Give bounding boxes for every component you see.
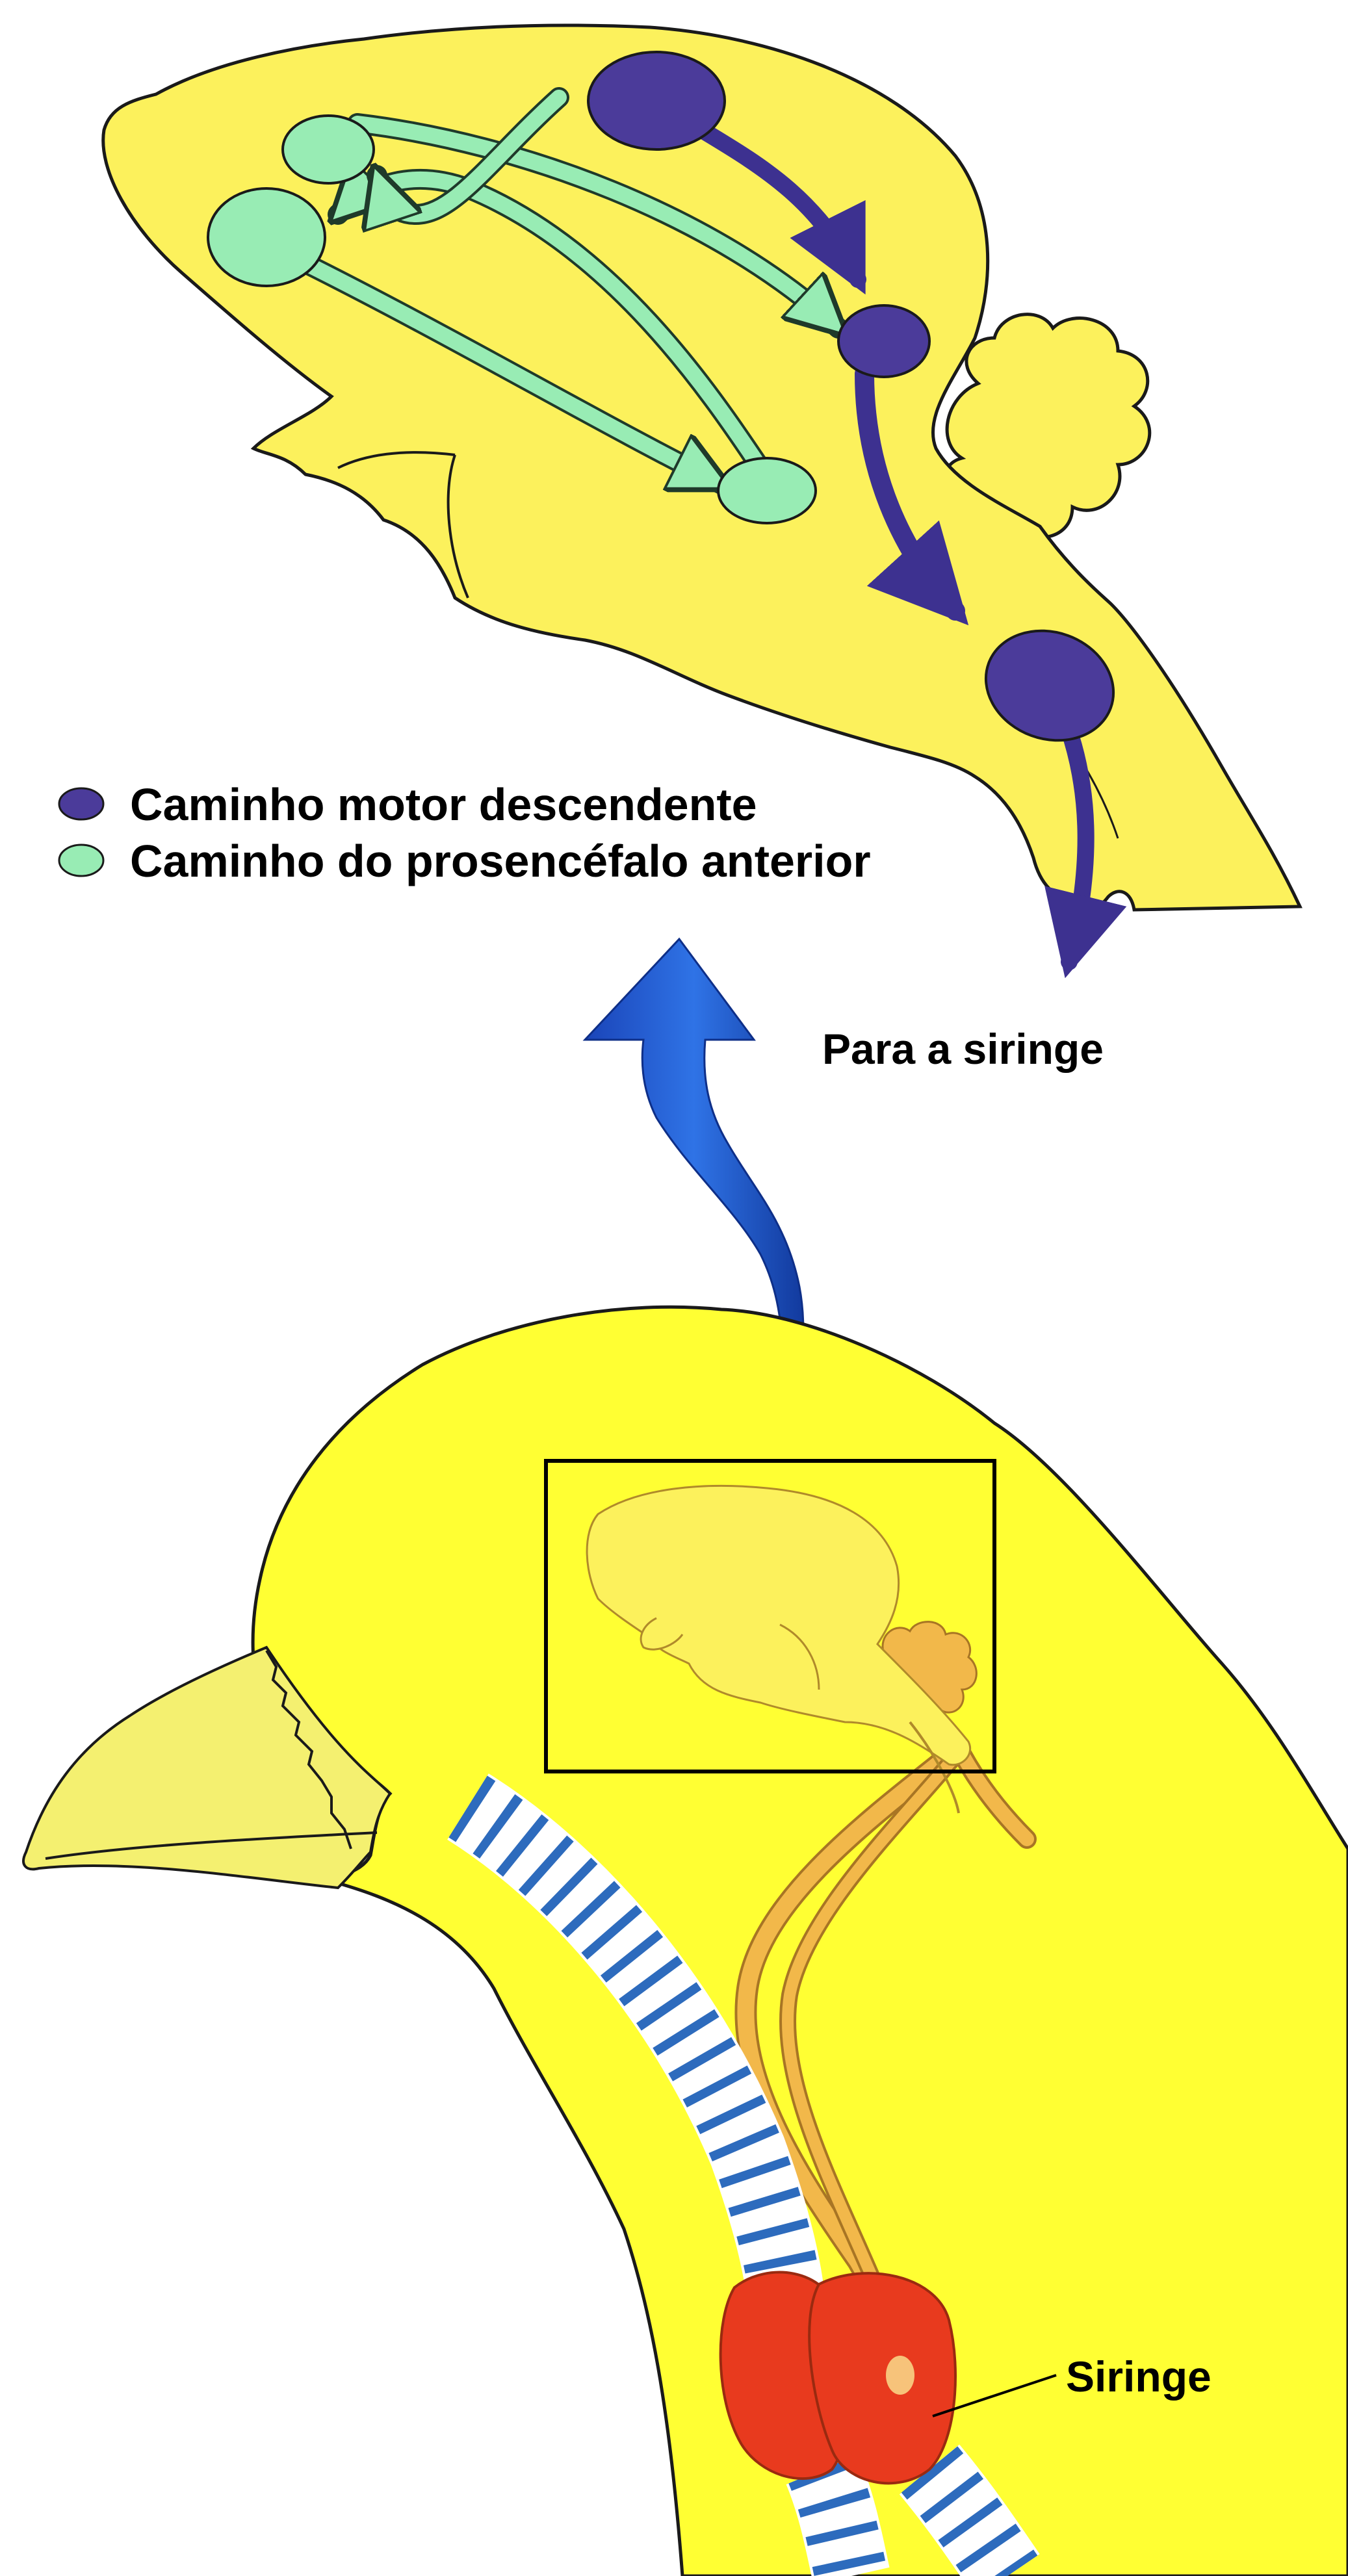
legend-swatch-motor: [59, 788, 103, 819]
legend-item-forebrain: Caminho do prosencéfalo anterior: [59, 836, 871, 886]
motor-nucleus-mid: [838, 305, 929, 377]
legend: Caminho motor descendente Caminho do pro…: [59, 779, 871, 886]
forebrain-nucleus-upper: [283, 116, 374, 183]
syrinx-label: Siringe: [1066, 2352, 1212, 2401]
output-target-label: Para a siringe: [822, 1025, 1104, 1073]
motor-nucleus-top: [588, 52, 725, 149]
legend-swatch-forebrain: [59, 845, 103, 876]
bird: Siringe: [23, 1307, 1348, 2576]
syrinx-nerve-entry: [886, 2356, 914, 2395]
forebrain-nucleus-left: [208, 188, 325, 286]
legend-item-motor: Caminho motor descendente: [59, 779, 757, 830]
legend-label-motor: Caminho motor descendente: [130, 779, 757, 830]
syrinx: [721, 2273, 955, 2484]
legend-label-forebrain: Caminho do prosencéfalo anterior: [130, 836, 871, 886]
forebrain-nucleus-lower: [718, 458, 816, 523]
